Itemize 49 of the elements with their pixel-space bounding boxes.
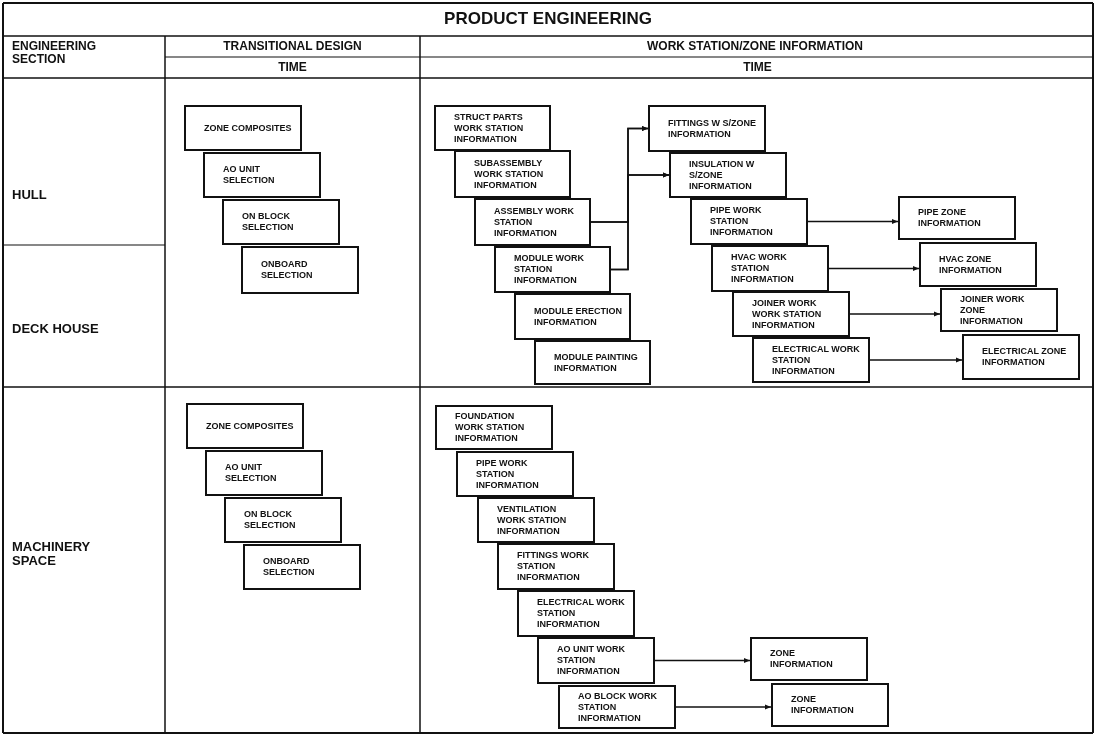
process-box: ELECTRICAL WORK STATION INFORMATION (517, 590, 635, 637)
process-box: ZONE INFORMATION (750, 637, 868, 681)
process-box: AO UNIT SELECTION (205, 450, 323, 496)
process-box: AO UNIT WORK STATION INFORMATION (537, 637, 655, 684)
process-box: ONBOARD SELECTION (243, 544, 361, 590)
process-box: STRUCT PARTS WORK STATION INFORMATION (434, 105, 551, 151)
process-box: INSULATION W S/ZONE INFORMATION (669, 152, 787, 198)
process-box: ELECTRICAL ZONE INFORMATION (962, 334, 1080, 380)
process-box: ELECTRICAL WORK STATION INFORMATION (752, 337, 870, 383)
column-header: TIME (742, 61, 773, 75)
column-header: TIME (277, 61, 308, 75)
table-title: PRODUCT ENGINEERING (443, 9, 653, 29)
row-header: HULL (12, 188, 48, 203)
process-box: ONBOARD SELECTION (241, 246, 359, 294)
row-header: MACHINERY SPACE (12, 540, 91, 569)
process-box: FOUNDATION WORK STATION INFORMATION (435, 405, 553, 450)
process-box: JOINER WORK ZONE INFORMATION (940, 288, 1058, 332)
column-header: WORK STATION/ZONE INFORMATION (646, 40, 864, 54)
process-box: ON BLOCK SELECTION (222, 199, 340, 245)
process-box: PIPE ZONE INFORMATION (898, 196, 1016, 240)
column-header: ENGINEERING SECTION (12, 40, 97, 67)
process-box: MODULE WORK STATION INFORMATION (494, 246, 611, 293)
process-box: ZONE COMPOSITES (184, 105, 302, 151)
arrow (869, 357, 963, 363)
process-box: AO BLOCK WORK STATION INFORMATION (558, 685, 676, 729)
process-box: ZONE INFORMATION (771, 683, 889, 727)
process-box: ASSEMBLY WORK STATION INFORMATION (474, 198, 591, 246)
process-box: PIPE WORK STATION INFORMATION (456, 451, 574, 497)
process-box: ZONE COMPOSITES (186, 403, 304, 449)
process-box: JOINER WORK WORK STATION INFORMATION (732, 291, 850, 337)
process-box: SUBASSEMBLY WORK STATION INFORMATION (454, 150, 571, 198)
process-box: FITTINGS WORK STATION INFORMATION (497, 543, 615, 590)
process-box: HVAC ZONE INFORMATION (919, 242, 1037, 287)
arrow (610, 172, 670, 271)
row-header: DECK HOUSE (12, 322, 100, 337)
column-header: TRANSITIONAL DESIGN (222, 40, 363, 54)
process-box: PIPE WORK STATION INFORMATION (690, 198, 808, 245)
arrow (849, 311, 941, 317)
arrow (807, 219, 899, 224)
process-box: FITTINGS W S/ZONE INFORMATION (648, 105, 766, 152)
process-box: HVAC WORK STATION INFORMATION (711, 245, 829, 292)
process-box: MODULE PAINTING INFORMATION (534, 340, 651, 385)
process-box: VENTILATION WORK STATION INFORMATION (477, 497, 595, 543)
process-box: MODULE ERECTION INFORMATION (514, 293, 631, 340)
arrow (675, 704, 772, 710)
arrow (654, 658, 751, 663)
process-box: ON BLOCK SELECTION (224, 497, 342, 543)
process-box: AO UNIT SELECTION (203, 152, 321, 198)
arrow (828, 266, 920, 271)
